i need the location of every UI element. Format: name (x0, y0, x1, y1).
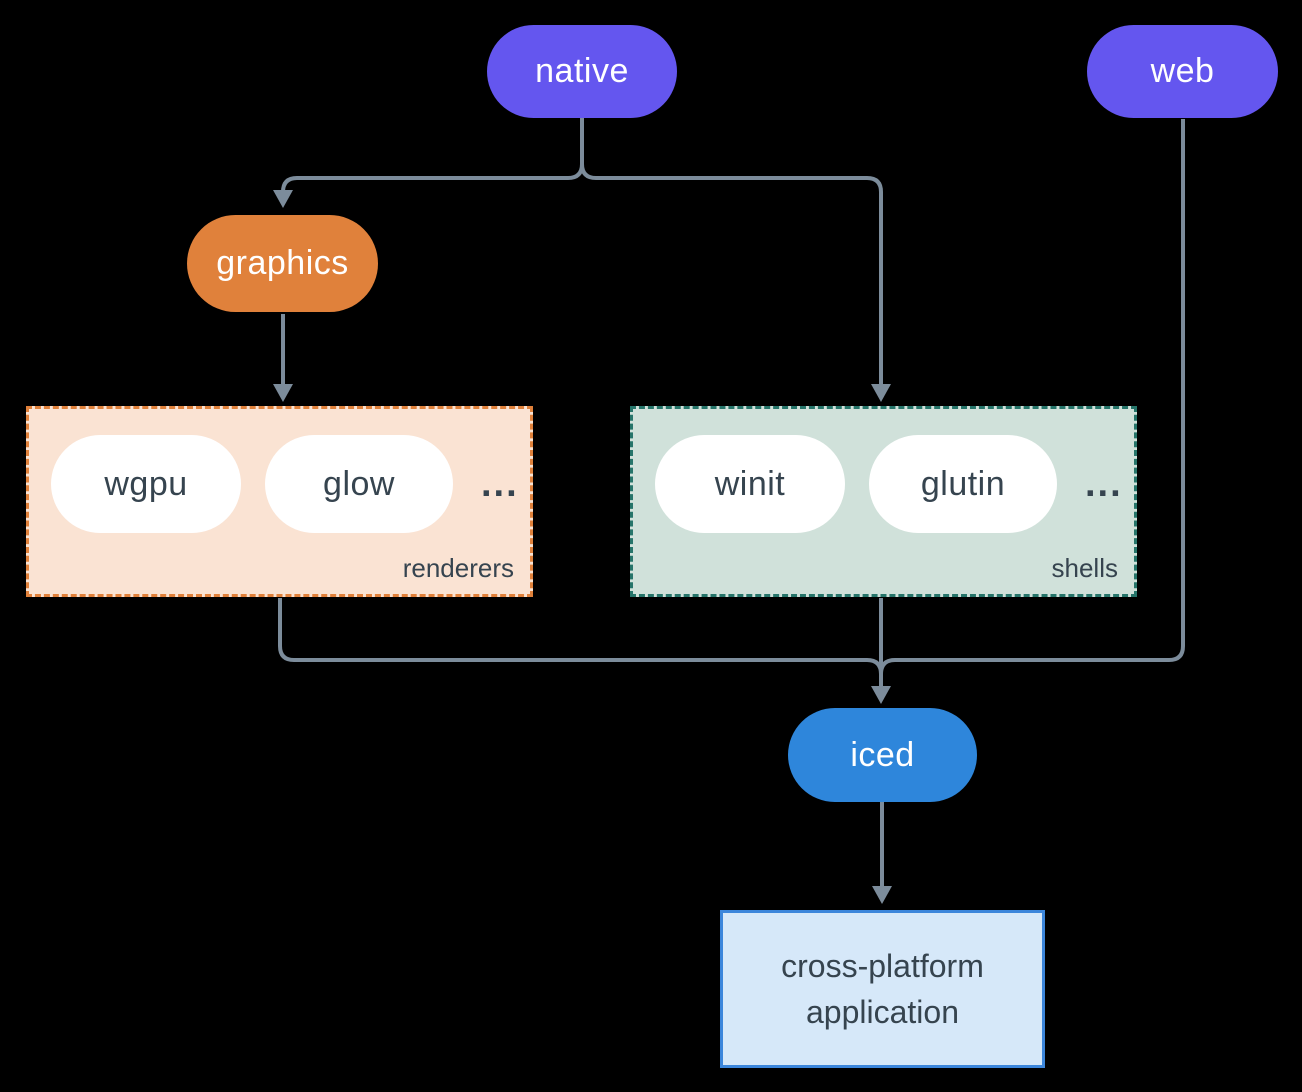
node-glutin: glutin (869, 435, 1057, 533)
edge-native-graphics (281, 118, 584, 193)
renderers-ellipsis: ... (481, 462, 519, 505)
renderers-group-label: renderers (402, 553, 514, 583)
node-iced: iced (788, 708, 977, 802)
node-web: web (1087, 25, 1278, 118)
group-renderers: wgpu glow ... renderers (26, 406, 533, 597)
node-cross-platform-application: cross-platform application (720, 910, 1045, 1068)
arrowhead-graphics (273, 190, 293, 208)
node-winit: winit (655, 435, 845, 533)
node-glow-label: glow (323, 464, 395, 503)
node-graphics: graphics (187, 215, 378, 312)
node-glow: glow (265, 435, 453, 533)
node-iced-label: iced (850, 735, 915, 774)
node-glutin-label: glutin (920, 464, 1006, 503)
node-wgpu: wgpu (51, 435, 241, 533)
renderers-row: wgpu glow ... (51, 435, 519, 533)
arrowhead-iced (871, 686, 891, 704)
group-shells: winit glutin ... shells (630, 406, 1137, 597)
arrowhead-shells (871, 384, 891, 402)
node-app-label: cross-platform application (781, 947, 984, 1030)
node-native: native (487, 25, 677, 118)
shells-row: winit glutin ... (655, 435, 1123, 533)
node-graphics-label: graphics (216, 244, 349, 282)
node-web-label: web (1150, 52, 1215, 90)
shells-ellipsis: ... (1085, 462, 1123, 505)
arrowhead-renderers (273, 384, 293, 402)
shells-group-label: shells (1051, 553, 1118, 583)
node-wgpu-label: wgpu (104, 464, 188, 503)
arrowhead-app (872, 886, 892, 904)
edge-native-shells (580, 118, 883, 386)
node-winit-label: winit (714, 464, 786, 503)
edge-renderers-merge (278, 598, 883, 675)
node-native-label: native (535, 52, 629, 90)
